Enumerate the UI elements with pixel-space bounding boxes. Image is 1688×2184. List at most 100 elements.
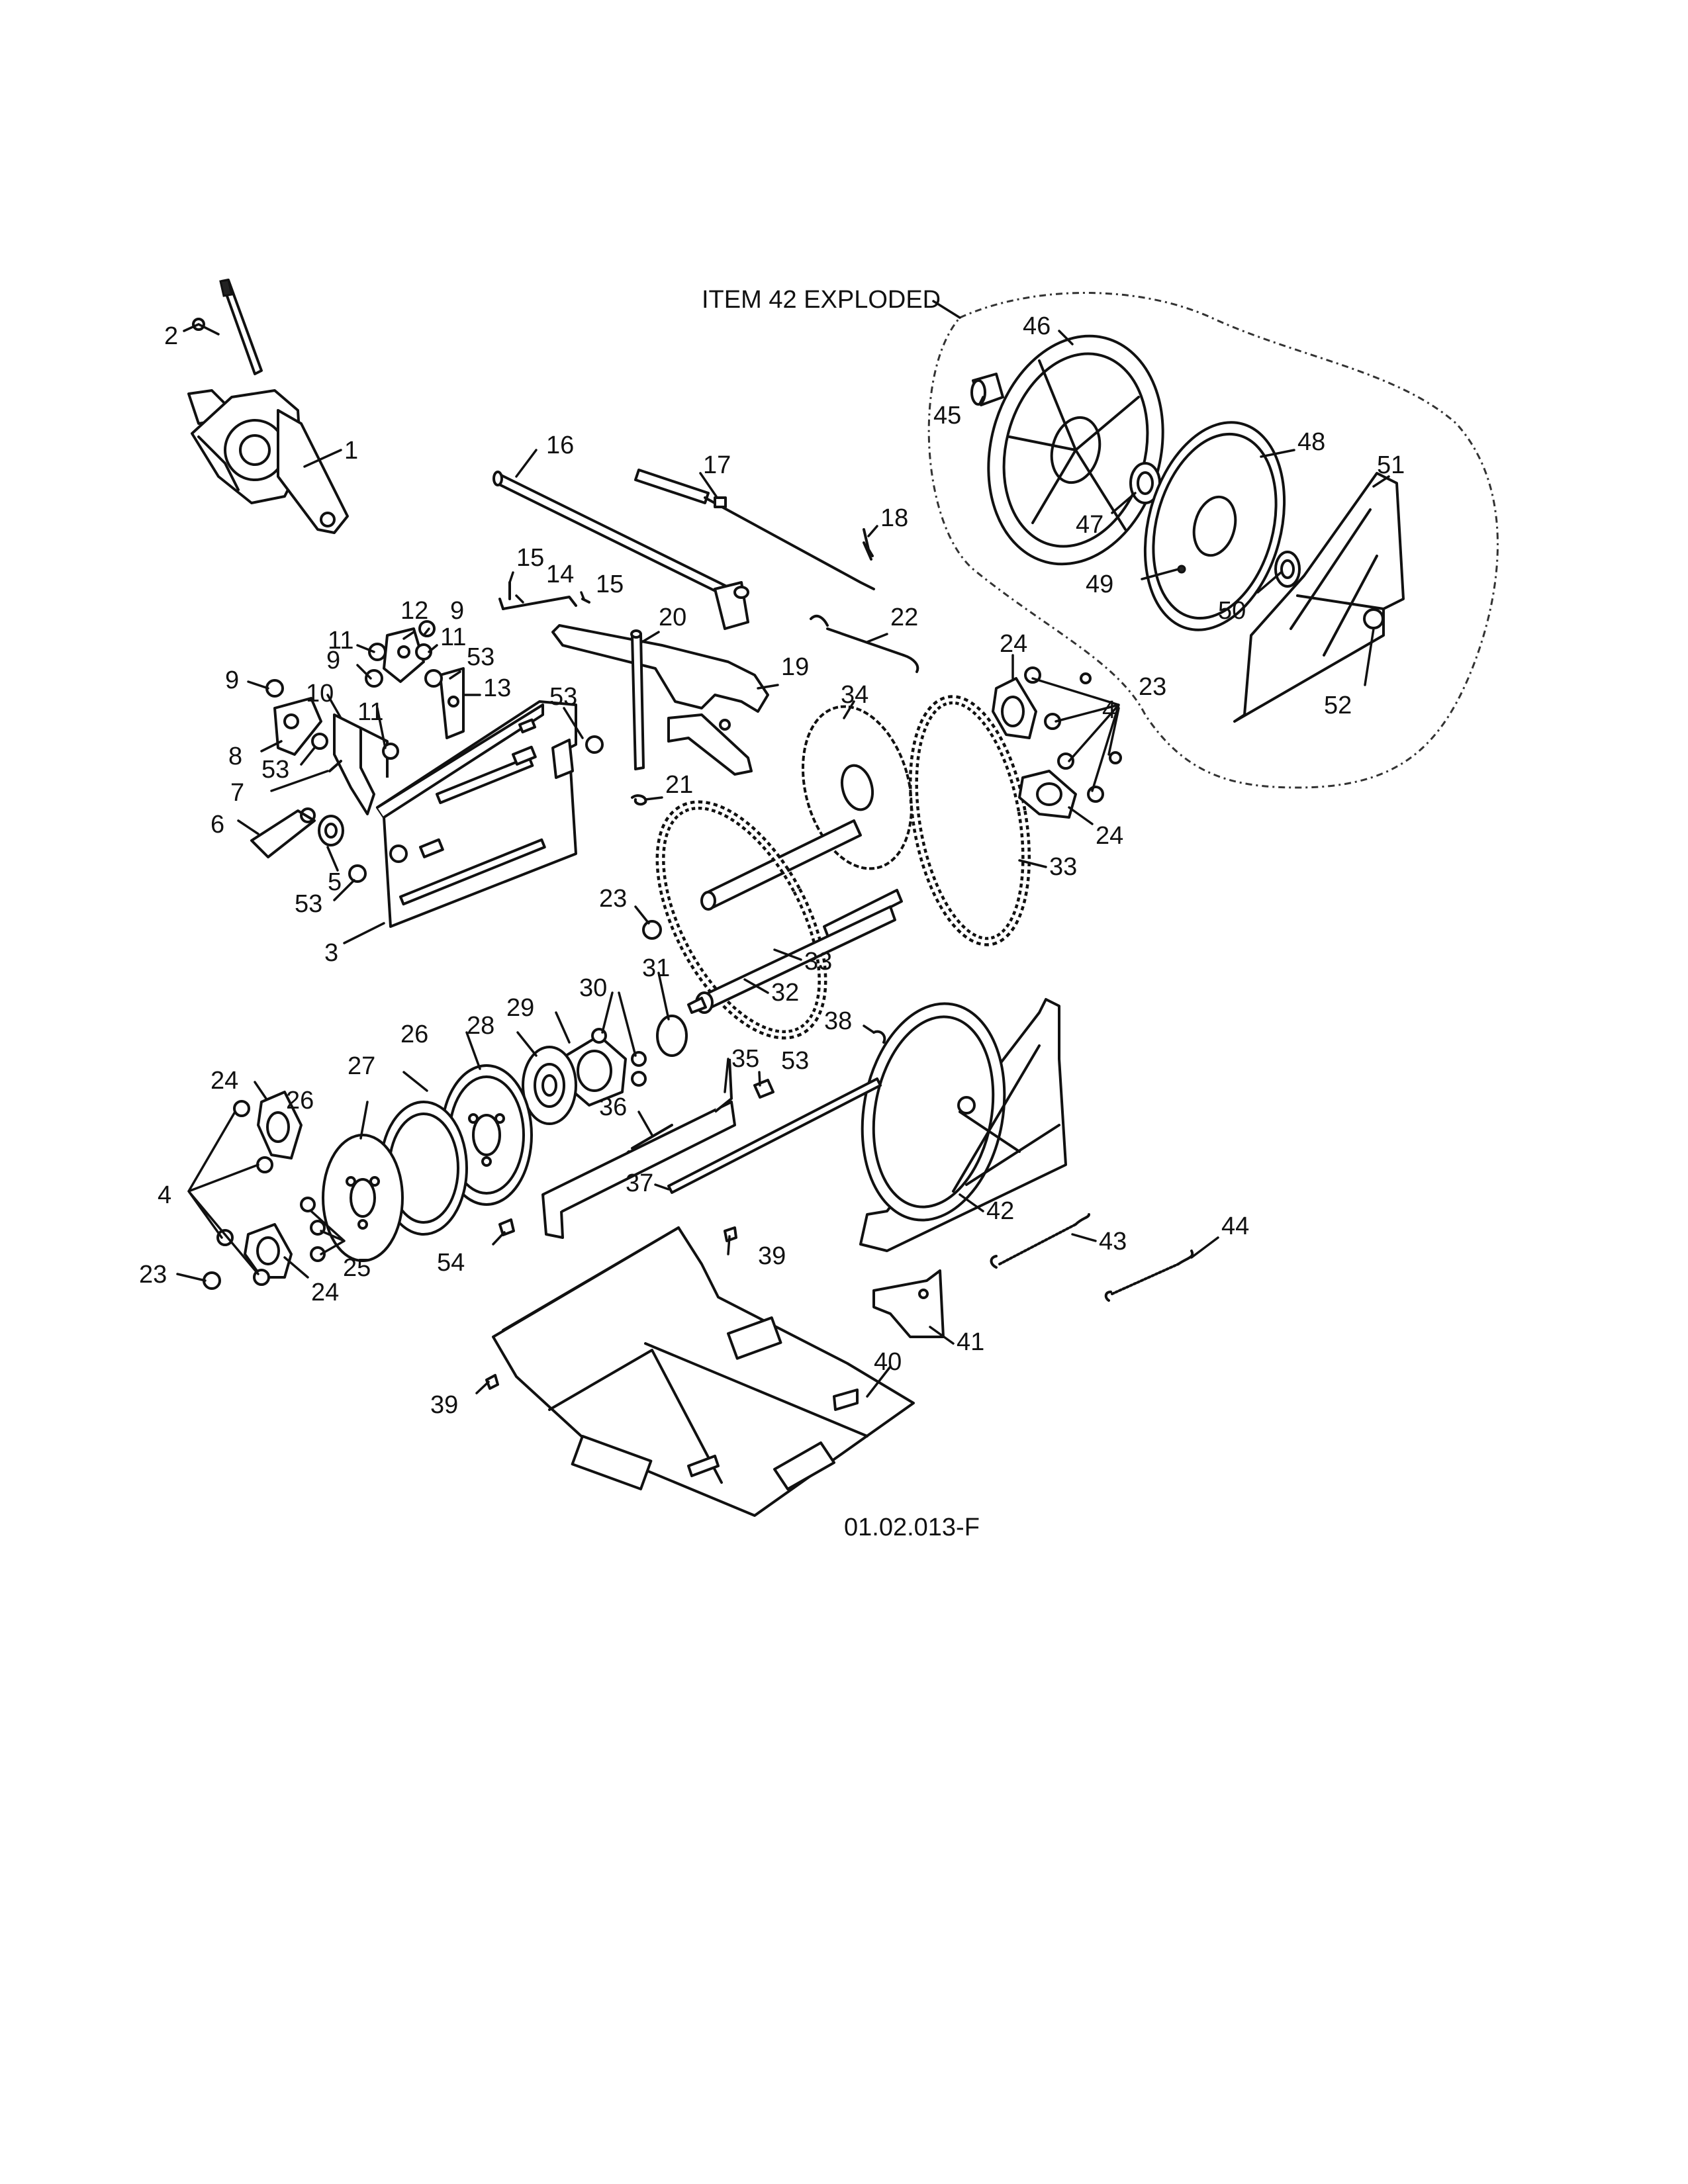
callout-44: 44 [1221, 1212, 1249, 1240]
callout-15-b: 15 [596, 570, 624, 598]
part-24-bearing-flange-right-upper [992, 677, 1037, 739]
callout-11-b: 11 [440, 623, 466, 651]
part-33-chain-a [655, 800, 827, 1040]
callout-38: 38 [824, 1007, 852, 1035]
callout-5: 5 [328, 868, 342, 896]
callout-47: 47 [1076, 511, 1103, 539]
callout-11-a: 11 [328, 627, 353, 655]
exploded-view-note: ITEM 42 EXPLODED [702, 286, 941, 314]
callout-20: 20 [659, 604, 686, 631]
callout-24-left-lower: 24 [311, 1279, 339, 1306]
part-40-bottom-cover [492, 1226, 915, 1517]
part-21-clip [631, 794, 647, 806]
callout-2: 2 [164, 322, 178, 350]
callout-11-c: 11 [357, 698, 383, 726]
callout-28: 28 [467, 1012, 494, 1040]
part-30-bolts [591, 1028, 647, 1087]
part-53-bolt-center [753, 1079, 774, 1099]
exploded-view-outline [927, 292, 1499, 789]
part-26-drive-disc-b [322, 1134, 404, 1262]
part-17-control-rod [634, 469, 875, 590]
callout-29: 29 [506, 994, 534, 1022]
part-44-spring [1104, 1250, 1194, 1302]
callout-23-right: 23 [1139, 673, 1166, 701]
callout-53-d: 53 [295, 890, 322, 918]
callout-36: 36 [599, 1093, 627, 1121]
part-37-rod [667, 1077, 882, 1194]
bolts-left-4 [203, 1100, 326, 1290]
part-28-bearing [522, 1046, 577, 1125]
callout-25: 25 [343, 1254, 371, 1282]
callout-53-a: 53 [467, 643, 494, 671]
part-24-bearing-flange-lower [244, 1223, 293, 1279]
part-18-clip [863, 528, 874, 561]
callout-15-a: 15 [516, 544, 544, 572]
callout-49: 49 [1086, 570, 1113, 598]
callout-1: 1 [344, 437, 358, 465]
callout-13: 13 [483, 674, 511, 702]
callout-30: 30 [579, 974, 607, 1002]
callout-53-b: 53 [549, 683, 577, 711]
callout-42: 42 [986, 1197, 1014, 1225]
callout-35: 35 [731, 1045, 759, 1073]
callout-6: 6 [211, 811, 224, 839]
callout-4: 4 [158, 1181, 171, 1209]
callout-7: 7 [230, 779, 244, 807]
figure-code: 01.02.013-F [844, 1514, 980, 1541]
part-20-pivot-shaft [630, 629, 645, 770]
callout-4-right: 4 [1102, 696, 1116, 724]
callout-48: 48 [1297, 428, 1325, 456]
callout-40: 40 [874, 1348, 902, 1376]
part-50-bearing [1274, 551, 1301, 588]
part-41-bracket [872, 1269, 945, 1338]
callout-24-left-upper: 24 [211, 1067, 238, 1095]
callout-24-right-lower: 24 [1096, 822, 1123, 850]
part-3-support-plate [376, 700, 577, 928]
part-24-bearing-flange-upper [257, 1091, 303, 1160]
part-45-stud [970, 373, 1004, 406]
callout-18: 18 [880, 504, 908, 532]
part-14-rod [498, 581, 590, 610]
part-5-bushing [318, 815, 344, 846]
callout-16: 16 [546, 432, 574, 459]
callout-23-center: 23 [599, 885, 627, 913]
callout-23-left: 23 [139, 1261, 167, 1289]
callout-24-right-upper: 24 [1000, 630, 1027, 658]
leader-lines [176, 300, 1390, 1398]
part-24-bearing-flange-right-lower [1018, 770, 1077, 819]
callout-12: 12 [400, 597, 428, 625]
callout-27: 27 [348, 1052, 375, 1080]
callout-9-a: 9 [225, 666, 239, 694]
part-35-bar [541, 1058, 736, 1239]
callout-3: 3 [324, 939, 338, 967]
part-22-spring [810, 614, 919, 673]
callout-31: 31 [642, 954, 670, 982]
part-43-spring [990, 1213, 1090, 1269]
callout-32: 32 [771, 979, 799, 1007]
part-12-plate [383, 627, 425, 683]
part-33-chain-b [908, 695, 1031, 946]
part-8-bracket [273, 697, 322, 756]
callout-labels: 2 1 3 4 4 5 6 7 8 9 9 9 10 11 11 11 12 1… [139, 312, 1405, 1419]
callout-50: 50 [1218, 597, 1246, 625]
part-42-pulley-assembly [859, 998, 1067, 1252]
part-10-11-bracket [333, 713, 389, 815]
callout-46: 46 [1023, 312, 1051, 340]
callout-14: 14 [546, 561, 574, 588]
callout-43: 43 [1099, 1228, 1127, 1255]
callout-10: 10 [306, 680, 334, 707]
part-1-shift-lever [187, 279, 349, 534]
callout-53-e: 53 [781, 1047, 809, 1075]
fasteners-small [265, 620, 604, 883]
callout-52: 52 [1324, 692, 1352, 719]
callout-8: 8 [228, 743, 242, 770]
callout-39-left: 39 [430, 1391, 458, 1419]
callout-45: 45 [933, 402, 961, 430]
part-48-pulley-plate [1143, 421, 1286, 631]
callout-22: 22 [890, 604, 918, 631]
callout-41: 41 [957, 1328, 984, 1356]
part-38-clip [872, 1030, 886, 1044]
callout-26-a: 26 [400, 1021, 428, 1048]
callout-53-c: 53 [261, 756, 289, 784]
